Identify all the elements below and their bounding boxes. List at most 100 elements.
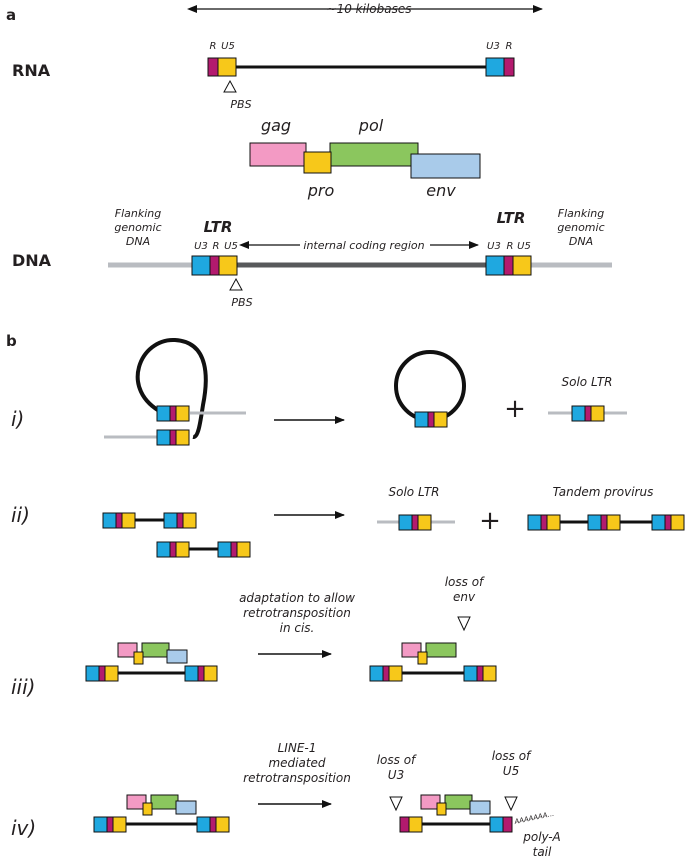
r-segment xyxy=(584,405,592,422)
u3-segment xyxy=(651,514,666,531)
r-segment xyxy=(197,665,205,682)
u5-segment xyxy=(175,541,190,558)
u3-segment xyxy=(85,665,100,682)
row-ii-numeral: ii) xyxy=(11,503,30,527)
rna-u5-left-box xyxy=(217,57,237,77)
r-segment xyxy=(382,665,390,682)
u3-segment xyxy=(369,665,384,682)
dna-u3-right-label: U3 xyxy=(487,241,501,252)
pro-label: pro xyxy=(307,181,335,200)
u3-segment xyxy=(571,405,586,422)
dna-u5-right-box xyxy=(512,255,532,276)
scale-label: ~10 kilobases xyxy=(327,2,412,16)
row-ii-tandem-ltr-2 xyxy=(587,514,621,531)
row-iv-loss-u5-marker xyxy=(504,796,518,812)
u3-segment xyxy=(184,665,199,682)
rna-r-left-label: R xyxy=(210,41,217,52)
u5-segment xyxy=(203,665,218,682)
row-iii-ltr-right xyxy=(184,665,218,682)
rna-pbs-marker xyxy=(223,79,237,93)
row-iv-result-u3-right xyxy=(489,816,504,833)
u3-segment xyxy=(156,429,171,446)
row-ii-tandem-label: Tandem provirus xyxy=(553,485,654,499)
dna-u3-right-box xyxy=(485,255,505,276)
row-iii-result-ltr-right xyxy=(463,665,497,682)
u5-segment xyxy=(121,512,136,529)
u5-segment xyxy=(590,405,605,422)
u5-segment xyxy=(175,405,190,422)
flank-left-line2: genomic xyxy=(114,221,161,234)
row-iii-numeral: iii) xyxy=(11,675,35,699)
row-ii-tandem-ltr-3 xyxy=(651,514,685,531)
row-i-recombination-loop xyxy=(135,337,208,439)
u3-segment xyxy=(587,514,602,531)
row-iv-ltr-left xyxy=(93,816,127,833)
u5-segment xyxy=(606,514,621,531)
dna-u5-right-label: U5 xyxy=(517,241,531,252)
u5-segment xyxy=(417,514,432,531)
flank-left-line3: DNA xyxy=(126,235,150,248)
row-iii-loss-label-2: env xyxy=(453,590,476,604)
u3-segment xyxy=(414,411,429,428)
flank-right-line3: DNA xyxy=(569,235,593,248)
r-segment xyxy=(540,514,548,531)
rna-r-right-box xyxy=(503,57,515,77)
row-iv-result-pol xyxy=(444,794,473,810)
dna-r-right-box xyxy=(503,255,514,276)
env-label: env xyxy=(426,181,456,200)
u5-segment xyxy=(182,512,197,529)
dna-u3-left-box xyxy=(191,255,211,276)
row-iii-pro xyxy=(133,651,144,665)
u3-segment xyxy=(217,541,232,558)
u3-segment xyxy=(163,512,178,529)
u5-segment xyxy=(388,665,403,682)
row-i-circle-ltr xyxy=(414,411,448,428)
u3-segment xyxy=(398,514,413,531)
dna-row-label: DNA xyxy=(12,251,52,270)
u5-segment xyxy=(482,665,497,682)
u3-segment xyxy=(93,816,108,833)
u3-segment xyxy=(463,665,478,682)
r-segment xyxy=(106,816,114,833)
row-ii-plus: + xyxy=(479,506,501,536)
internal-label-bg xyxy=(300,236,430,253)
flank-left-line1: Flanking xyxy=(115,207,161,220)
row-ii-provirus2-ltr-left xyxy=(156,541,190,558)
rna-u5-left-label: U5 xyxy=(221,41,235,52)
r-segment xyxy=(98,665,106,682)
panel-a-label: a xyxy=(6,6,16,24)
row-ii-provirus2-ltr-right xyxy=(217,541,251,558)
row-iv-polya-label-1: poly-A xyxy=(522,830,561,844)
row-iv-arrow-label-3: retrotransposition xyxy=(243,771,351,785)
row-iv-result-pro xyxy=(436,802,447,816)
row-iii-gag xyxy=(117,642,138,658)
row-iii-result-pro xyxy=(417,651,428,665)
u3-segment xyxy=(102,512,117,529)
row-ii-tandem-ltr-1 xyxy=(527,514,561,531)
dna-r-left-box xyxy=(209,255,220,276)
dna-u3-left-label: U3 xyxy=(194,241,208,252)
r-segment xyxy=(664,514,672,531)
row-iv-result-r-right xyxy=(502,816,513,833)
row-iii-arrow-label-1: adaptation to allow xyxy=(239,591,355,605)
u3-segment xyxy=(196,816,211,833)
row-ii-provirus1-ltr-right xyxy=(163,512,197,529)
row-i-solo-ltr-label: Solo LTR xyxy=(562,375,613,389)
row-iv-result-gag xyxy=(420,794,441,810)
row-iv-polya-label-2: tail xyxy=(533,845,552,859)
env-block xyxy=(410,153,481,179)
row-iii-result-gag xyxy=(401,642,422,658)
row-iv-arrow-label-1: LINE-1 xyxy=(278,741,317,755)
r-segment xyxy=(230,541,238,558)
u3-segment xyxy=(527,514,542,531)
u3-segment xyxy=(156,541,171,558)
dna-u5-left-label: U5 xyxy=(224,241,238,252)
flank-right-line2: genomic xyxy=(557,221,604,234)
u5-segment xyxy=(215,816,230,833)
row-i-solo-ltr xyxy=(571,405,605,422)
r-segment xyxy=(209,816,217,833)
row-iv-result-u5-left xyxy=(408,816,423,833)
ltr-right-label: LTR xyxy=(497,209,526,227)
rna-u3-right-box xyxy=(485,57,505,77)
